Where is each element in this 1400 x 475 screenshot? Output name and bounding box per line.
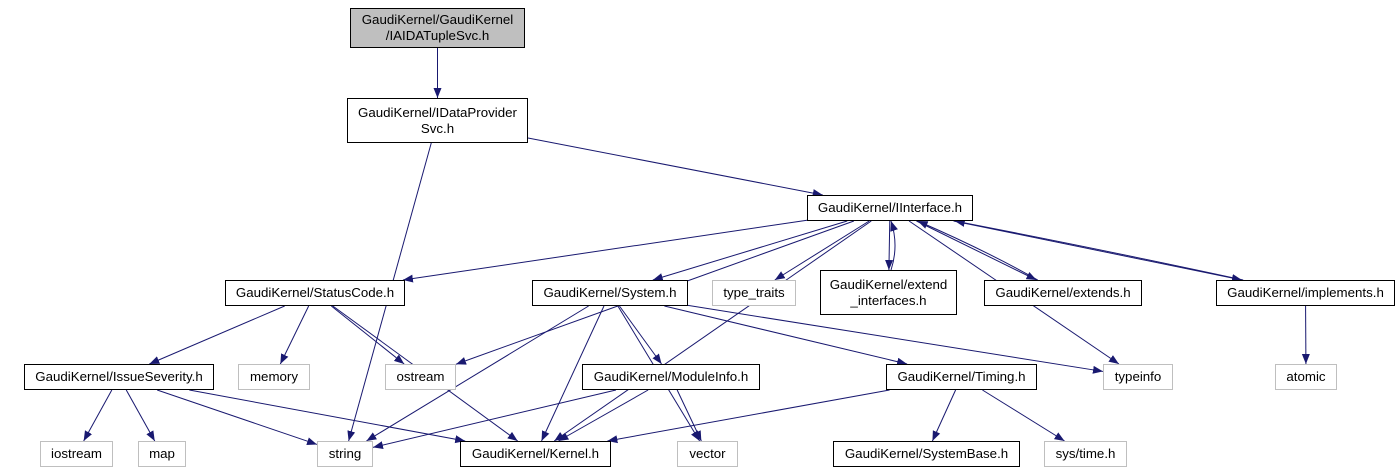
edge-issueseverity-to-kernel: [189, 389, 466, 444]
edge-iinterface-to-extend_interfaces: [885, 220, 894, 271]
edge-system-to-typeinfo: [687, 304, 1104, 374]
edge-iinterface-to-kernel: [553, 220, 872, 442]
node-map: map: [138, 441, 186, 467]
node-root: GaudiKernel/GaudiKernel /IAIDATupleSvc.h: [350, 8, 525, 48]
edge-system-to-moduleinfo: [619, 305, 662, 365]
node-timing[interactable]: GaudiKernel/Timing.h: [886, 364, 1037, 390]
node-memory: memory: [238, 364, 310, 390]
edge-system-to-timing: [664, 305, 908, 366]
edge-system-to-kernel: [541, 305, 605, 442]
node-type-traits: type_traits: [712, 280, 796, 306]
node-system[interactable]: GaudiKernel/System.h: [532, 280, 688, 306]
node-implements[interactable]: GaudiKernel/implements.h: [1216, 280, 1395, 306]
edge-issueseverity-to-string: [156, 389, 318, 446]
edge-timing-to-kernel: [607, 389, 890, 444]
node-ostream: ostream: [385, 364, 456, 390]
node-atomic: atomic: [1275, 364, 1337, 390]
node-vector: vector: [677, 441, 738, 467]
edge-iinterface-to-statuscode: [402, 219, 808, 283]
node-idataprovidersvc[interactable]: GaudiKernel/IDataProvider Svc.h: [347, 98, 528, 143]
node-kernel[interactable]: GaudiKernel/Kernel.h: [460, 441, 611, 467]
edge-iinterface-to-extends: [916, 220, 1037, 281]
edge-issueseverity-to-map: [125, 389, 156, 442]
node-moduleinfo[interactable]: GaudiKernel/ModuleInfo.h: [582, 364, 760, 390]
node-systembase[interactable]: GaudiKernel/SystemBase.h: [833, 441, 1020, 467]
edge-iinterface-to-implements: [953, 220, 1243, 282]
node-extend-interfaces[interactable]: GaudiKernel/extend _interfaces.h: [820, 270, 957, 315]
node-statuscode[interactable]: GaudiKernel/StatusCode.h: [225, 280, 405, 306]
node-extends[interactable]: GaudiKernel/extends.h: [984, 280, 1142, 306]
edge-timing-to-systembase: [931, 389, 957, 442]
edge-extend_interfaces-to-iinterface: [890, 220, 898, 271]
node-typeinfo: typeinfo: [1103, 364, 1173, 390]
node-string: string: [317, 441, 373, 467]
edge-statuscode-to-ostream: [331, 305, 405, 365]
edge-statuscode-to-memory: [279, 305, 310, 365]
edge-timing-to-systime: [982, 389, 1065, 442]
edge-iinterface-to-system: [652, 220, 848, 281]
edge-system-to-string: [366, 305, 589, 442]
edge-statuscode-to-issueseverity: [149, 305, 285, 365]
edge-moduleinfo-to-vector: [676, 389, 702, 442]
node-systime: sys/time.h: [1044, 441, 1127, 467]
node-iostream: iostream: [40, 441, 113, 467]
edge-moduleinfo-to-kernel: [558, 389, 649, 442]
edge-iinterface-to-type_traits: [774, 220, 870, 281]
edge-idataprovidersvc-to-iinterface: [527, 137, 823, 198]
edge-extends-to-iinterface: [917, 220, 1039, 281]
edge-issueseverity-to-iostream: [83, 389, 113, 442]
node-iinterface[interactable]: GaudiKernel/IInterface.h: [807, 195, 973, 221]
node-issueseverity[interactable]: GaudiKernel/IssueSeverity.h: [24, 364, 214, 390]
edge-implements-to-iinterface: [954, 218, 1244, 281]
edge-moduleinfo-to-string: [372, 389, 617, 449]
